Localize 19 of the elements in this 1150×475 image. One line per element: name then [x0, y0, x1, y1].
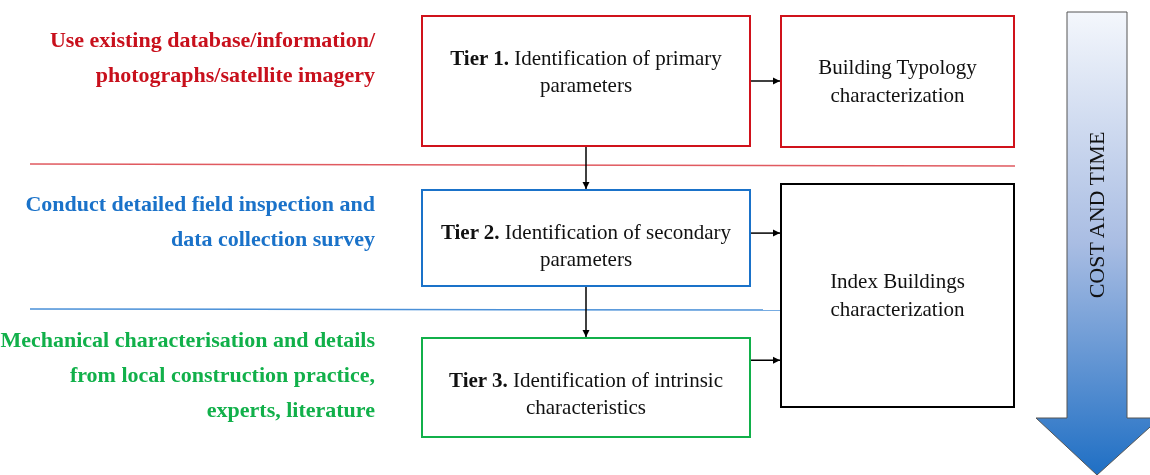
arrow-label: COST AND TIME [1084, 131, 1110, 299]
process-box [421, 189, 751, 287]
box-text: Index Buildings characterization [829, 268, 966, 323]
arrow [582, 146, 590, 190]
box-text: Tier 1. Identification of primary parameters [449, 45, 723, 100]
box-text: Tier 3. Identification of intrinsic characteristics [448, 367, 724, 422]
arrow [750, 229, 781, 237]
box-text: Building Typology characterization [817, 54, 978, 109]
process-box [780, 183, 1015, 408]
process-box [421, 15, 751, 147]
tier-method-text: Use existing database/information/ photographs/satellite imagery [48, 26, 375, 89]
process-box [780, 15, 1015, 148]
arrow [750, 356, 781, 364]
box-text: Tier 2. Identification of secondary parameters [439, 219, 733, 274]
tier-method-text: Mechanical characterisation and details from local construction practice, experts, literature [0, 326, 375, 424]
arrow [582, 286, 590, 338]
tier-method-text: Conduct detailed field inspection and data collection survey [24, 190, 375, 253]
process-box [421, 337, 751, 438]
arrow [750, 77, 781, 85]
